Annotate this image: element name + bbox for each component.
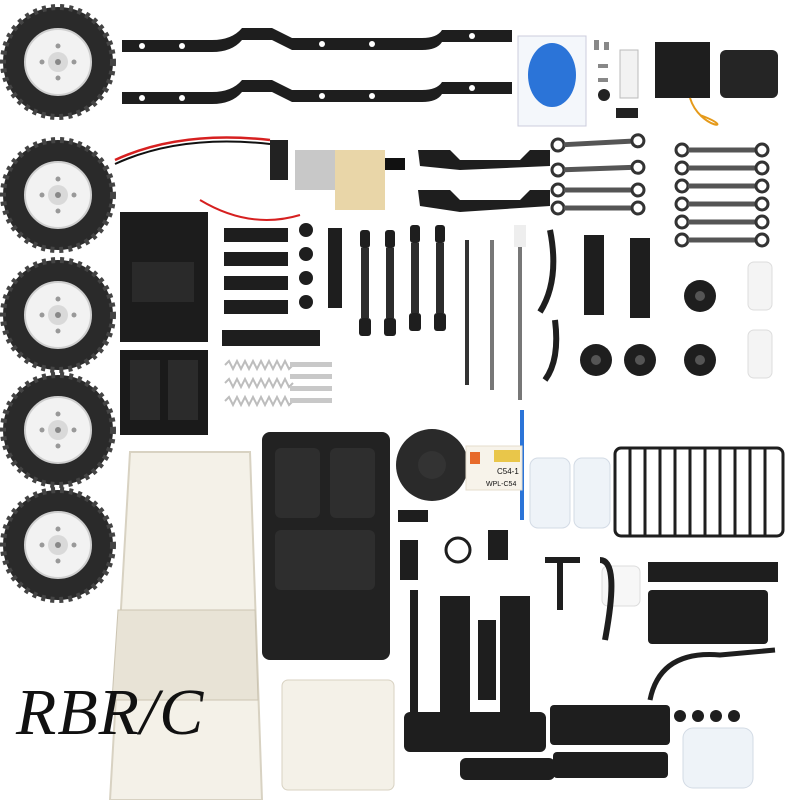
body-shell bbox=[108, 451, 264, 800]
blue-packet-icon bbox=[528, 43, 576, 107]
wheel-icon bbox=[3, 140, 113, 250]
small-hardware bbox=[594, 40, 610, 101]
motor-gearbox bbox=[114, 136, 405, 221]
watermark-logo: RBR/C bbox=[16, 676, 205, 749]
link-rod-icon bbox=[674, 142, 770, 158]
plate-text-b: WPL-C54 bbox=[486, 481, 516, 488]
spring-icon bbox=[224, 360, 294, 370]
servo bbox=[616, 42, 778, 126]
servo-icon bbox=[655, 42, 710, 98]
decals: C54-1 WPL-C54 bbox=[465, 445, 523, 491]
clear-parts bbox=[529, 457, 754, 789]
roof-rack bbox=[613, 446, 785, 538]
hub-icon bbox=[684, 280, 716, 312]
springs-screws bbox=[224, 360, 332, 406]
knuckles bbox=[537, 229, 773, 382]
steering-wheel-icon bbox=[444, 536, 472, 564]
chassis-rail-icon bbox=[122, 80, 512, 104]
bumper-icon bbox=[648, 562, 778, 582]
wheel-icon bbox=[3, 375, 113, 485]
wheel-set bbox=[3, 7, 113, 600]
wheel-icon bbox=[3, 490, 113, 600]
plate-text-a: C54-1 bbox=[497, 467, 519, 476]
interior-tub bbox=[262, 432, 390, 660]
hardware-packet bbox=[517, 35, 587, 127]
wheel-icon bbox=[3, 7, 113, 117]
bumpers-and-bars bbox=[404, 557, 778, 780]
small-mounts bbox=[222, 223, 342, 346]
battery-box bbox=[120, 212, 208, 435]
chassis-rail-icon bbox=[122, 28, 512, 52]
wheel-icon bbox=[3, 260, 113, 370]
drive-shaft-icon bbox=[465, 240, 469, 385]
shocks bbox=[359, 225, 446, 336]
steering-parts bbox=[398, 510, 508, 580]
suspension-links bbox=[550, 133, 770, 248]
shock-absorber-icon bbox=[359, 230, 371, 336]
spare-tire bbox=[396, 429, 468, 501]
roof-rack-icon bbox=[613, 446, 785, 538]
chassis-rails bbox=[122, 28, 512, 104]
dashboard-part bbox=[281, 679, 395, 791]
axle-brackets bbox=[418, 150, 550, 212]
